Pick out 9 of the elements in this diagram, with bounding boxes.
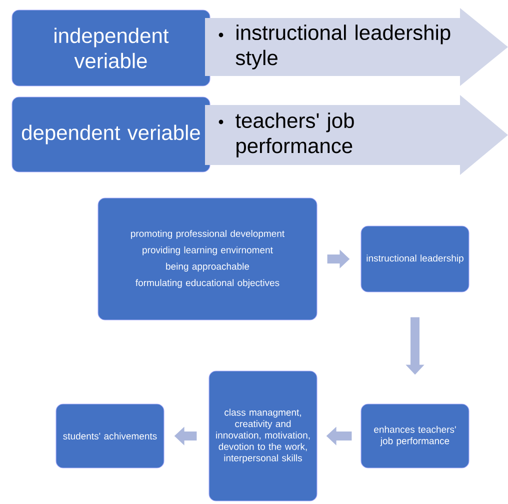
process-box: instructional leadership	[360, 226, 470, 292]
process-box: independent veriable	[12, 10, 210, 86]
process-box: promoting professional development providing learning envirnoment being approachable formulating educational objectives	[98, 198, 318, 320]
process-box: dependent veriable	[12, 96, 210, 172]
arrow-banner: instructional leadership style	[205, 8, 508, 86]
process-box: enhances teachers' job performance	[360, 404, 470, 468]
process-box: class managment, creativity and innovation, motivation, devotion to the work, interpersonal skills	[208, 370, 318, 502]
process-box: students' achivements	[56, 404, 164, 468]
arrow-banner: teachers' job performance	[205, 95, 508, 175]
